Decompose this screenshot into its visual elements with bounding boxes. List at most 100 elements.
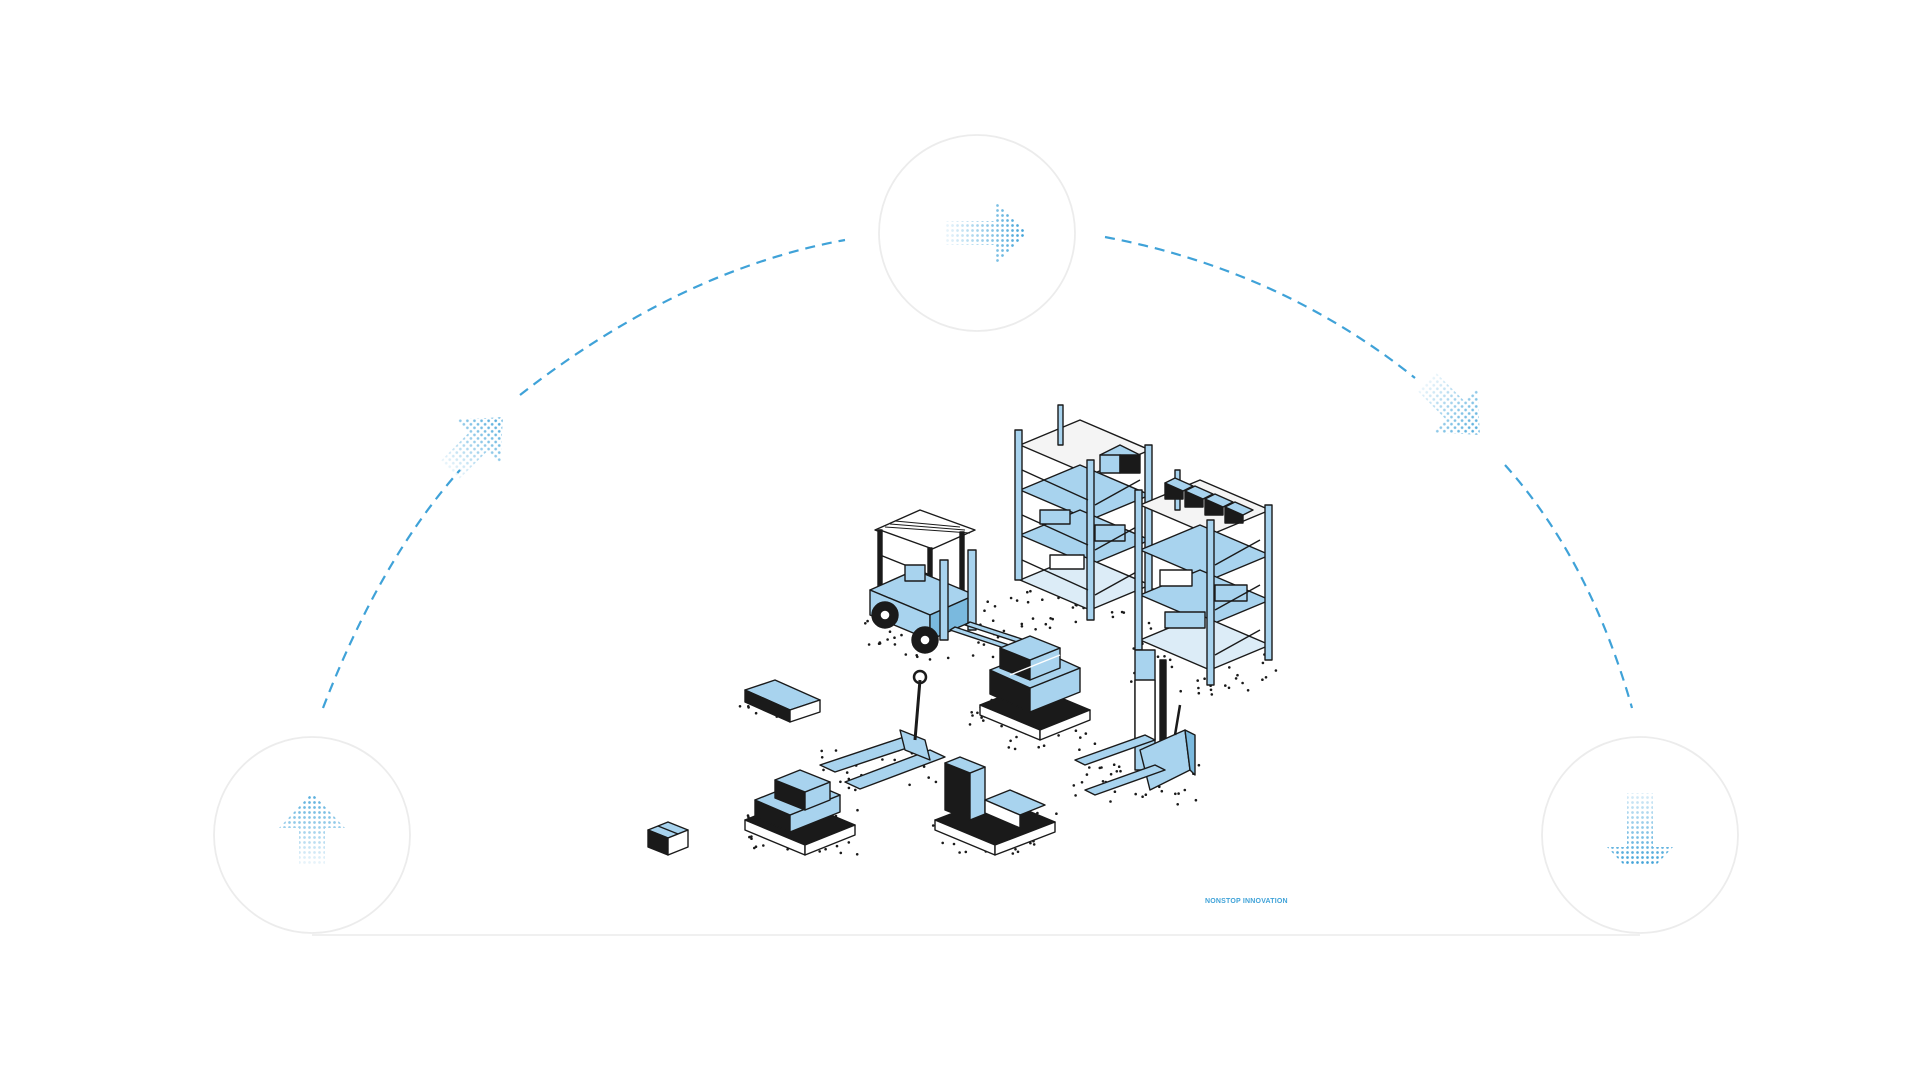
floor-dot xyxy=(1074,620,1078,624)
floor-dot xyxy=(931,824,935,827)
floor-dot xyxy=(970,711,973,714)
dashed-arc-right xyxy=(1504,464,1634,709)
pallet-with-boxes-center xyxy=(979,635,1091,741)
floor-dot xyxy=(1079,736,1082,739)
floor-dot xyxy=(1115,770,1119,773)
floor-dot xyxy=(864,622,867,625)
floor-dot xyxy=(1014,848,1017,851)
floor-dot xyxy=(847,841,851,844)
floor-dot xyxy=(1093,742,1097,745)
floor-dot xyxy=(1176,803,1179,806)
boxes-on-top-shelf xyxy=(1164,477,1254,524)
floor-dot xyxy=(1029,589,1032,593)
floor-dot xyxy=(1197,763,1201,767)
floor-dot xyxy=(1007,746,1011,749)
floor-dot xyxy=(847,786,851,790)
floor-dot xyxy=(976,711,979,715)
floor-dot xyxy=(1141,795,1144,798)
floor-dot xyxy=(839,780,842,784)
floor-dot xyxy=(1174,792,1177,796)
floor-dot xyxy=(964,850,968,854)
floor-dot xyxy=(1009,596,1013,600)
floor-dot xyxy=(941,841,944,845)
floor-dot xyxy=(1168,658,1172,662)
floor-dot xyxy=(847,777,851,781)
floor-dot xyxy=(1241,681,1244,685)
floor-dot xyxy=(980,716,983,719)
floor-dot xyxy=(748,835,751,839)
floor-dot xyxy=(900,633,903,637)
floor-dot xyxy=(820,749,823,753)
floor-dot xyxy=(991,655,995,659)
floor-dot xyxy=(1236,673,1239,677)
floor-dot xyxy=(1002,629,1006,633)
floor-dot xyxy=(1194,798,1198,802)
floor-dot xyxy=(1088,766,1091,769)
brand-label: NONSTOP INNOVATION xyxy=(1205,898,1288,905)
pallet-with-tall-box xyxy=(934,756,1056,856)
floor-dot xyxy=(1074,729,1078,732)
floor-dot xyxy=(1163,655,1166,658)
floor-dot xyxy=(1227,686,1231,690)
floor-dot xyxy=(1109,772,1113,776)
electric-pallet-stacker xyxy=(1074,649,1196,796)
floor-dot xyxy=(820,756,824,759)
floor-dot xyxy=(738,705,742,708)
floor-dot xyxy=(1072,784,1076,787)
floor-dot xyxy=(1113,790,1117,793)
floor-dot xyxy=(1026,600,1030,604)
floor-dot xyxy=(982,643,986,646)
floor-dot xyxy=(1261,661,1265,665)
floor-dot xyxy=(1109,800,1112,803)
floor-dot xyxy=(1156,655,1160,658)
floor-dot xyxy=(1071,606,1075,609)
floor-dot xyxy=(1177,792,1180,795)
floor-dot xyxy=(1013,747,1017,751)
dashed-arc-upper-left xyxy=(519,238,846,396)
floor-dot xyxy=(750,837,753,840)
floor-dot xyxy=(855,853,859,856)
floor-dot xyxy=(893,643,897,646)
floor-dot xyxy=(1264,676,1268,679)
floor-dot xyxy=(904,653,908,656)
floor-dot xyxy=(822,768,825,772)
floor-dot xyxy=(952,842,956,846)
floor-dot xyxy=(867,643,871,646)
floor-dot xyxy=(1055,812,1058,815)
floor-dot xyxy=(881,758,884,761)
isometric-warehouse-illustration xyxy=(647,404,1278,856)
floor-dot xyxy=(1234,677,1238,680)
floor-dot xyxy=(1210,693,1214,696)
floor-dot xyxy=(958,851,961,854)
floor-dot xyxy=(1147,621,1151,625)
floor-dot xyxy=(1144,793,1148,796)
floor-dot xyxy=(747,705,750,708)
dashed-arc-left xyxy=(321,469,461,709)
floor-dot xyxy=(977,641,980,644)
floor-dot xyxy=(1034,628,1037,631)
floor-dot xyxy=(1084,732,1088,735)
floor-dot xyxy=(1057,734,1060,737)
floor-dot xyxy=(835,844,839,848)
floor-dot xyxy=(1100,766,1103,769)
floor-dot xyxy=(971,714,974,717)
floor-dot xyxy=(986,600,989,603)
floor-dot xyxy=(1051,617,1054,621)
floor-dot xyxy=(1117,765,1121,768)
dotted-arrow-up-icon xyxy=(279,793,345,880)
floor-dot xyxy=(1209,688,1213,692)
floor-dot xyxy=(1120,610,1124,614)
floor-dot xyxy=(1085,773,1089,776)
floor-dot xyxy=(893,636,896,639)
floor-dot xyxy=(946,656,950,660)
dotted-arrow-right-icon xyxy=(937,201,1027,265)
dotted-arrow-down-icon xyxy=(1607,793,1673,882)
floor-dot xyxy=(1074,794,1077,797)
floor-dot xyxy=(1261,678,1264,681)
floor-dot xyxy=(1274,669,1278,672)
floor-dot xyxy=(750,835,753,838)
floor-dot xyxy=(927,776,930,779)
floor-dot xyxy=(1020,625,1024,628)
floor-dot xyxy=(1042,744,1046,747)
floor-dot xyxy=(746,814,750,817)
